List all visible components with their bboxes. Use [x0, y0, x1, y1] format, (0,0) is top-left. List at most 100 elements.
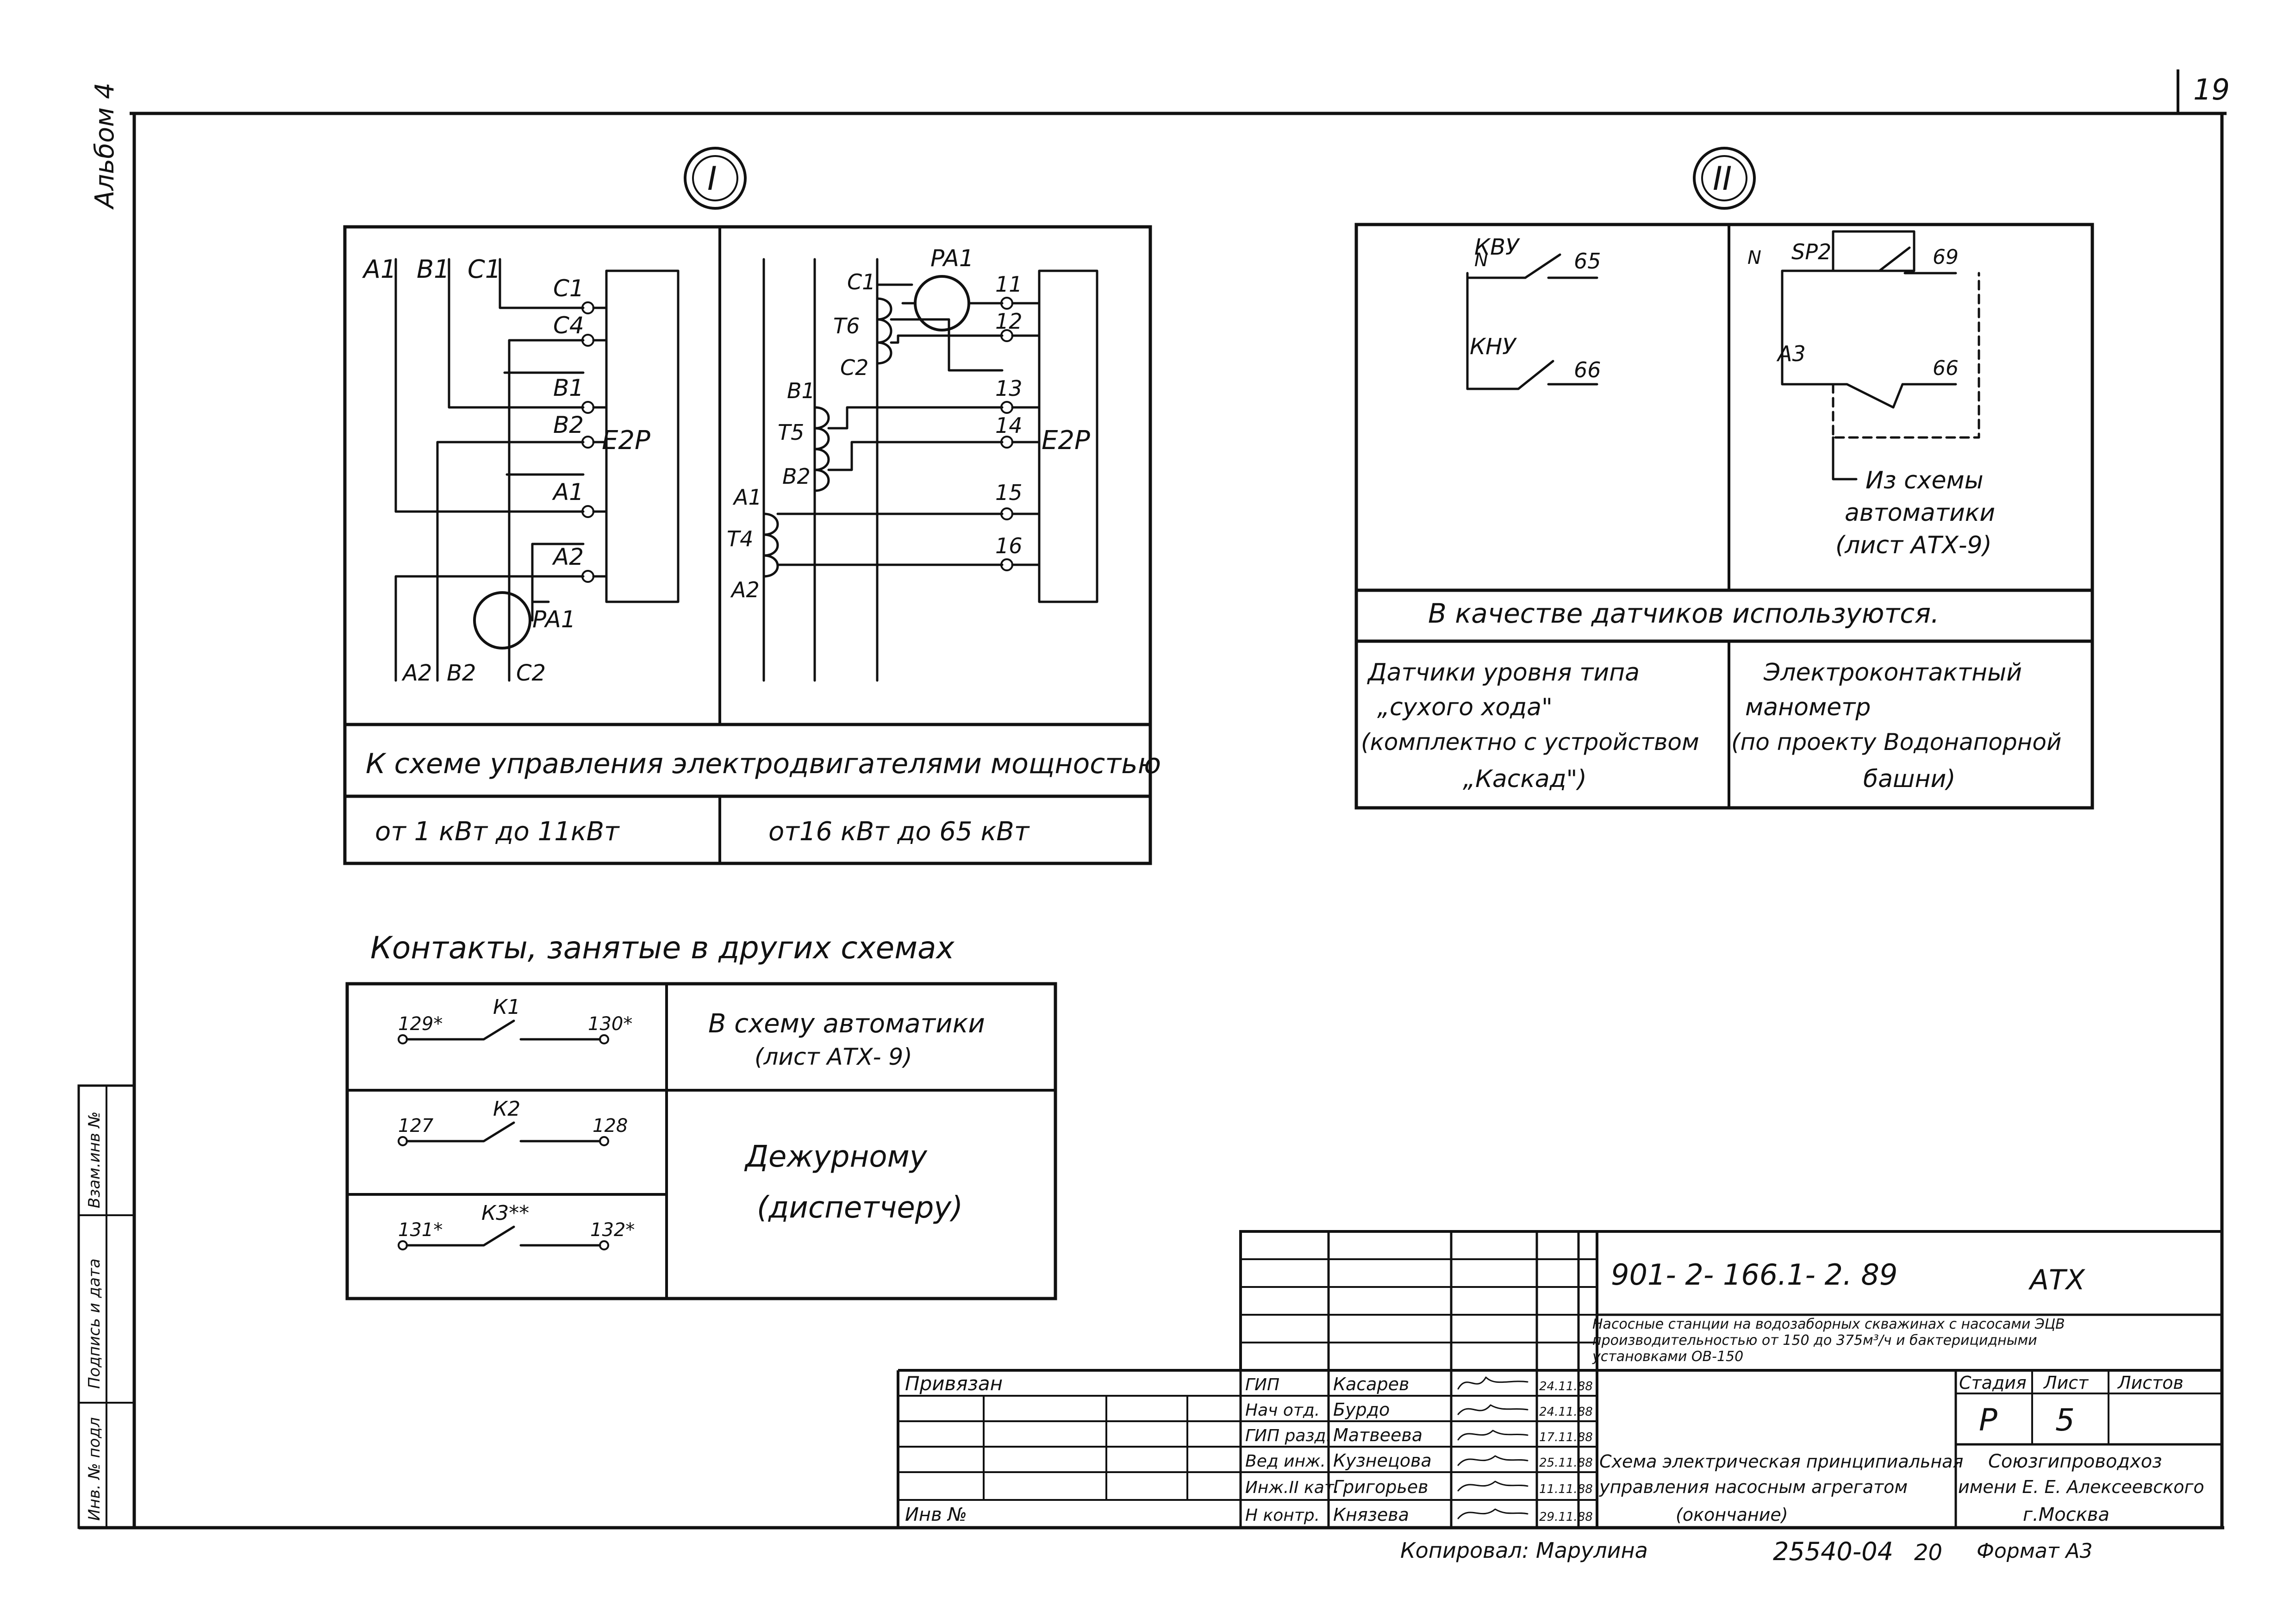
contact-row-2-left: 127	[398, 1115, 434, 1137]
dest1-line-2: (лист АТХ- 9)	[755, 1043, 912, 1070]
sheet-frame	[79, 69, 2227, 1530]
contacts-title: Контакты, занятые в других схемах	[370, 930, 955, 966]
sheet-value: 5	[2055, 1402, 2075, 1438]
transformer-T5	[813, 406, 830, 492]
signatures	[1457, 1376, 1529, 1519]
sheet-label: Лист	[2043, 1373, 2089, 1393]
diagram-II-header: В качестве датчиков используются.	[1428, 598, 1940, 629]
device-E2P-left-label: E2P	[602, 425, 650, 456]
device-E2P-left	[605, 269, 680, 603]
wire-69-label: 69	[1933, 245, 1959, 269]
meter-PA1-right	[914, 275, 970, 331]
org-line-3: г.Москва	[2023, 1504, 2109, 1525]
right-desc-1: Электроконтактный	[1763, 659, 2022, 687]
role-4: Вед инж.	[1245, 1452, 1326, 1471]
name-1: Касарев	[1333, 1374, 1409, 1394]
dest2-line-2: (диспетчеру)	[757, 1191, 963, 1225]
contact-row-1-left: 129*	[398, 1013, 443, 1035]
wire-65-label: 65	[1574, 249, 1601, 274]
diagram-II-marker	[1693, 147, 1756, 210]
privyazan-label: Привязан	[905, 1372, 1003, 1395]
t5-bottom-label: B2	[782, 464, 811, 489]
org-line-1: Союзгипроводхоз	[1988, 1451, 2162, 1472]
contact-row-3-relay: К3**	[481, 1201, 529, 1225]
diagram-I-marker-label: I	[707, 160, 717, 198]
transformer-T4	[762, 512, 779, 578]
note-line-2: автоматики	[1845, 499, 1995, 527]
terminal-13-label: 13	[995, 376, 1023, 401]
date-6: 29.11.88	[1539, 1510, 1593, 1524]
sheet-title-2: управления насосным агрегатом	[1599, 1477, 1908, 1497]
contact-row-3-right: 132*	[590, 1219, 635, 1241]
name-6: Князева	[1333, 1505, 1409, 1525]
diagram-I-frame	[343, 225, 1152, 865]
inv-no-label: Инв №	[905, 1504, 967, 1525]
date-4: 25.11.88	[1539, 1456, 1593, 1470]
left-terminals	[581, 301, 608, 583]
output-A2-label: A2	[401, 660, 432, 686]
project-line-3: установками ОВ-150	[1592, 1349, 1743, 1365]
left-desc-2: „сухого хода"	[1377, 693, 1553, 721]
note-line-3: (лист АТХ-9)	[1835, 531, 1992, 559]
side-stamp-podpis: Подпись и дата	[85, 1258, 104, 1389]
side-stamp-inv: Инв. № подл	[85, 1417, 104, 1521]
t6-top-label: C1	[847, 269, 875, 294]
diagram-I-right: 11 12 13 14 15 16 E2P PA1 C1 T6 C2 B1 T5…	[727, 245, 1098, 682]
diagram-II-left: КВУ КНУ N 65 66	[1466, 234, 1601, 390]
meter-PA1-right-label: PA1	[930, 245, 974, 272]
node-N-left: N	[1474, 250, 1488, 271]
title-block: 901- 2- 166.1- 2. 89 АТХ Насосные станци…	[897, 1230, 2222, 1566]
meter-PA1-left-label: PA1	[532, 606, 576, 633]
diagram-II-frame	[1354, 223, 2094, 810]
transformer-T6	[876, 297, 892, 365]
doc-section: АТХ	[2028, 1264, 2086, 1296]
left-desc-3: (комплектно с устройством	[1361, 729, 1699, 756]
left-desc-4: „Каскад")	[1463, 765, 1587, 793]
right-terminals	[1000, 297, 1041, 571]
role-1: ГИП	[1245, 1375, 1279, 1394]
meter-PA1-left	[473, 591, 531, 650]
note-line-1: Из схемы	[1866, 467, 1984, 494]
terminal-15-label: 15	[995, 480, 1023, 505]
terminal-A1-label: A1	[552, 479, 584, 506]
diagram-II-marker-label: II	[1713, 160, 1732, 198]
t4-label: T4	[727, 526, 753, 551]
role-5: Инж.II кат.	[1245, 1478, 1339, 1497]
contact-row-2: 127 К2 128	[398, 1097, 628, 1146]
sheet-title-1: Схема электрическая принципиальная	[1599, 1451, 1963, 1472]
wire-66-right-label: 66	[1933, 356, 1959, 380]
archive-sheet: 20	[1914, 1540, 1942, 1566]
contact-row-2-relay: К2	[493, 1097, 520, 1121]
terminal-C4-label: C4	[553, 312, 584, 339]
wire-66-label: 66	[1574, 357, 1601, 382]
range-right: от16 кВт до 65 кВт	[768, 817, 1030, 847]
diagram-I-marker	[684, 147, 747, 210]
date-3: 17.11.88	[1539, 1430, 1593, 1444]
contact-row-2-right: 128	[593, 1115, 628, 1137]
terminal-14-label: 14	[995, 413, 1023, 438]
contact-row-3: 131* К3** 132*	[398, 1201, 635, 1250]
org-line-2: имени Е. Е. Алексеевского	[1958, 1477, 2204, 1497]
diagram-I: I A1 B1 C1	[343, 147, 1161, 865]
diagram-I-left: A1 B1 C1 C1 C4	[362, 255, 680, 686]
t4-top-label: A1	[732, 485, 762, 510]
input-A1-label: A1	[362, 255, 396, 284]
terminal-A2-label: A2	[552, 543, 584, 570]
terminal-C1-label: C1	[553, 275, 584, 302]
sheet-title-3: (окончание)	[1676, 1505, 1788, 1525]
t6-label: T6	[833, 313, 860, 338]
role-3: ГИП разд.	[1245, 1426, 1331, 1445]
date-2: 24.11.88	[1539, 1405, 1593, 1419]
doc-code: 901- 2- 166.1- 2. 89	[1611, 1258, 1897, 1292]
project-line-2: производительностью от 150 до 375м³/ч и …	[1592, 1332, 2037, 1349]
side-stamp: Взам.инв № Подпись и дата Инв. № подл	[77, 1084, 136, 1529]
contact-A3-label: А3	[1776, 341, 1806, 366]
input-B1-label: B1	[417, 255, 449, 284]
dest2-line-1: Дежурному	[744, 1140, 928, 1174]
contact-KVU-label: КВУ	[1474, 234, 1520, 260]
project-line-1: Насосные станции на водозаборных скважин…	[1592, 1316, 2065, 1332]
sheets-label: Листов	[2117, 1373, 2184, 1393]
input-C1-label: C1	[468, 255, 501, 284]
t6-bottom-label: C2	[840, 355, 868, 380]
right-desc-3: (по проекту Водонапорной	[1731, 729, 2061, 756]
